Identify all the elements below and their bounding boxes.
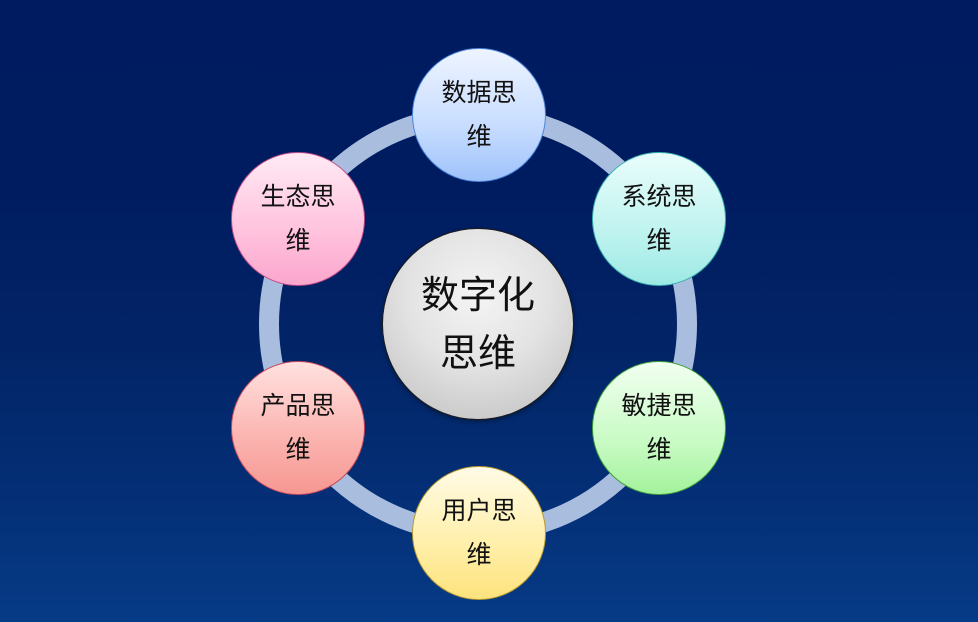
node-label-line1: 敏捷思 bbox=[621, 391, 697, 420]
center-node-digital-thinking: 数字化 思维 bbox=[382, 228, 574, 420]
node-label-line1: 生态思 bbox=[260, 182, 336, 211]
node-label-line2: 维 bbox=[285, 226, 311, 255]
node-label-line1: 数据思 bbox=[441, 78, 517, 107]
node-agile-thinking: 敏捷思 维 bbox=[592, 361, 726, 495]
center-label-line2: 思维 bbox=[439, 331, 516, 375]
node-label-line1: 用户思 bbox=[441, 496, 517, 525]
node-data-thinking: 数据思 维 bbox=[412, 48, 546, 182]
node-label-line2: 维 bbox=[466, 540, 492, 569]
node-system-thinking: 系统思 维 bbox=[592, 152, 726, 286]
node-label-line2: 维 bbox=[466, 122, 492, 151]
node-label-line2: 维 bbox=[285, 435, 311, 464]
center-label-line1: 数字化 bbox=[420, 273, 535, 317]
node-label-line2: 维 bbox=[646, 435, 672, 464]
node-label-line1: 产品思 bbox=[260, 391, 336, 420]
node-user-thinking: 用户思 维 bbox=[412, 466, 546, 600]
node-product-thinking: 产品思 维 bbox=[231, 361, 365, 495]
node-label-line2: 维 bbox=[646, 226, 672, 255]
node-label-line1: 系统思 bbox=[621, 182, 697, 211]
node-ecosystem-thinking: 生态思 维 bbox=[231, 152, 365, 286]
